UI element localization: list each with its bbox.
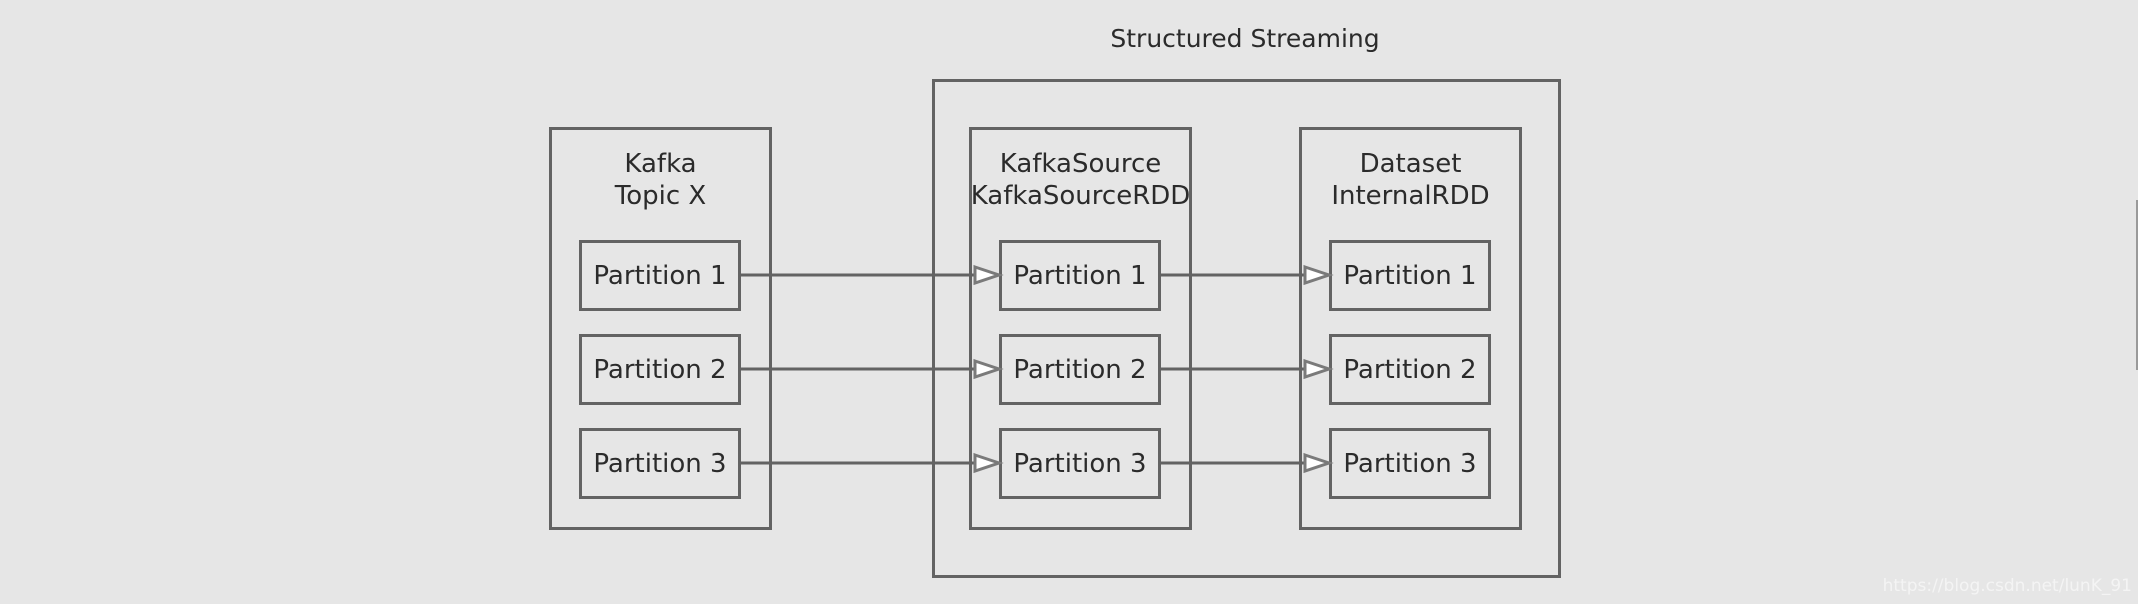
kafka-source-group	[969, 127, 1192, 530]
dataset-partition-3: Partition 3	[1329, 428, 1491, 499]
kafka-partition-1: Partition 1	[579, 240, 741, 311]
kafka-source-label-line1: KafkaSource	[999, 149, 1162, 179]
kafka-source-partition-1: Partition 1	[999, 240, 1161, 311]
scrollbar-edge	[2136, 200, 2138, 370]
dataset-label-line1: Dataset	[1359, 149, 1462, 179]
dataset-label-line2: InternalRDD	[1331, 181, 1490, 211]
structured-streaming-title: Structured Streaming	[1110, 24, 1380, 53]
kafka-group-label-line2: Topic X	[614, 181, 707, 211]
kafka-topic-group	[549, 127, 772, 530]
arrowhead-source-p3	[973, 452, 1004, 474]
arrowhead-source-p2	[973, 358, 1004, 380]
kafka-source-partition-2: Partition 2	[999, 334, 1161, 405]
kafka-group-label-line1: Kafka	[624, 149, 697, 179]
kafka-source-partition-3: Partition 3	[999, 428, 1161, 499]
kafka-source-label-line2: KafkaSourceRDD	[970, 181, 1191, 211]
dataset-partition-2: Partition 2	[1329, 334, 1491, 405]
kafka-partition-3: Partition 3	[579, 428, 741, 499]
arrowhead-source-p1	[973, 264, 1004, 286]
watermark-url: https://blog.csdn.net/lunK_91	[1882, 576, 2132, 596]
kafka-partition-2: Partition 2	[579, 334, 741, 405]
arrowhead-dataset-p1	[1303, 264, 1334, 286]
arrowhead-dataset-p2	[1303, 358, 1334, 380]
dataset-group	[1299, 127, 1522, 530]
structured-streaming-container	[932, 79, 1561, 578]
arrowhead-dataset-p3	[1303, 452, 1334, 474]
